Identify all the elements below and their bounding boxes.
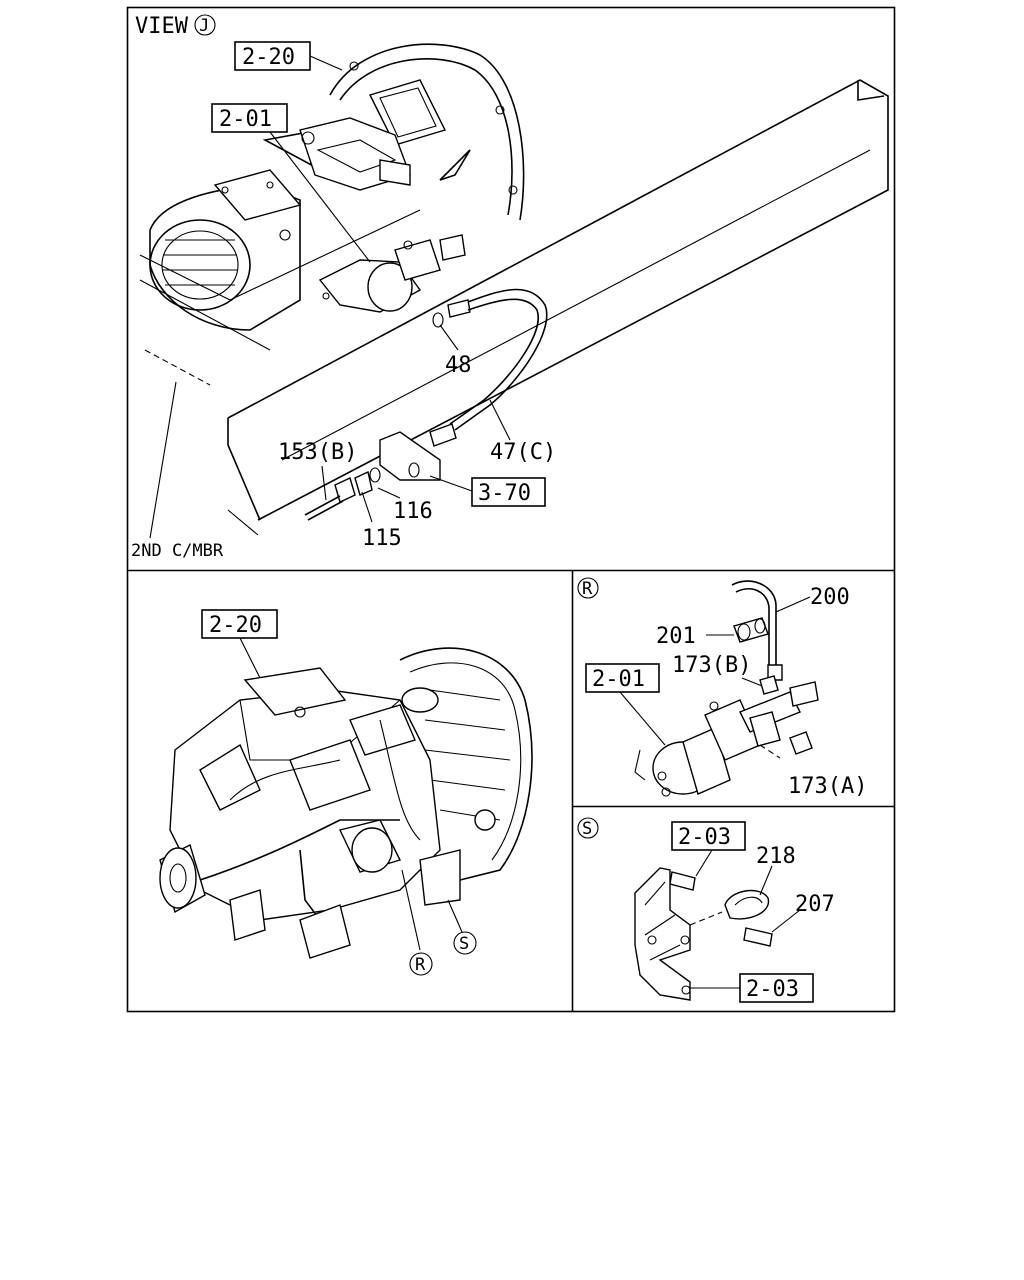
part-115-label: 115 [362,526,402,551]
marker-s-label: S [459,934,469,954]
clip-201-drawing [733,617,769,643]
part-153b-label: 153(B) [278,440,357,465]
part-218-label: 218 [756,844,796,869]
view-marker: J [199,16,209,36]
detail-r-marker-circle [577,577,599,599]
transmission-drawing [149,117,411,331]
ref-box-2-20-left[interactable]: 2-20 [201,609,278,639]
bracket-detail-drawing [634,867,691,1001]
transmission-assembly-drawing [159,647,533,959]
ref-box-2-03-top[interactable]: 2-03 [671,821,746,851]
hose-200-drawing [731,580,783,681]
top-view-panel: VIEW J [131,14,889,561]
ref-2-03-bottom-label: 2-03 [746,977,799,1002]
ref-box-2-01-top[interactable]: 2-01 [211,103,288,133]
panel-frames [126,6,896,1013]
ref-box-3-70[interactable]: 3-70 [471,477,546,507]
view-label: VIEW [135,14,189,39]
ref-box-2-03-bottom[interactable]: 2-03 [739,973,814,1003]
part-207-label: 207 [795,892,835,917]
detail-s-marker-circle [577,817,599,839]
fitting-173a-drawing [789,731,813,755]
clutch-booster-drawing [318,234,466,313]
marker-r-label: R [415,955,426,975]
part-116-label: 116 [393,499,433,524]
part-173b-label: 173(B) [672,653,751,678]
booster-detail-drawing [634,681,819,797]
part-200-label: 200 [810,585,850,610]
marker-r-callout[interactable]: R [409,952,433,976]
marker-s-callout[interactable]: S [453,931,477,955]
ref-box-2-20-top[interactable]: 2-20 [234,41,311,71]
frame-label: 2ND C/MBR [131,541,224,561]
hose-47c-drawing [429,288,548,447]
fitting-173b-drawing [759,675,779,695]
ref-2-20-left-label: 2-20 [209,613,262,638]
ref-2-20-top-label: 2-20 [242,45,295,70]
ref-2-01-detail-label: 2-01 [592,667,645,692]
part-201-label: 201 [656,624,696,649]
bolt-drawing [669,871,696,891]
part-47c-label: 47(C) [490,440,556,465]
transmission-overview-panel: 2-20 [159,609,533,976]
part-173a-label: 173(A) [788,774,867,799]
ref-2-03-top-label: 2-03 [678,825,731,850]
clutch-housing-drawing [329,43,525,221]
detail-r-marker: R [582,579,593,599]
clamp-218-drawing [724,889,770,920]
ref-box-2-01-detail[interactable]: 2-01 [585,663,660,693]
view-marker-circle [194,14,216,36]
detail-s-panel: S 2-03 218 207 2-03 [577,817,835,1003]
detail-s-marker: S [582,819,592,839]
frame-rail-drawing [139,79,889,536]
part-48-label: 48 [445,353,472,378]
ref-2-01-top-label: 2-01 [219,107,272,132]
ref-3-70-label: 3-70 [478,481,531,506]
bolt-207-drawing [743,927,773,947]
detail-r-panel: R 200 201 173(B) [577,577,867,799]
